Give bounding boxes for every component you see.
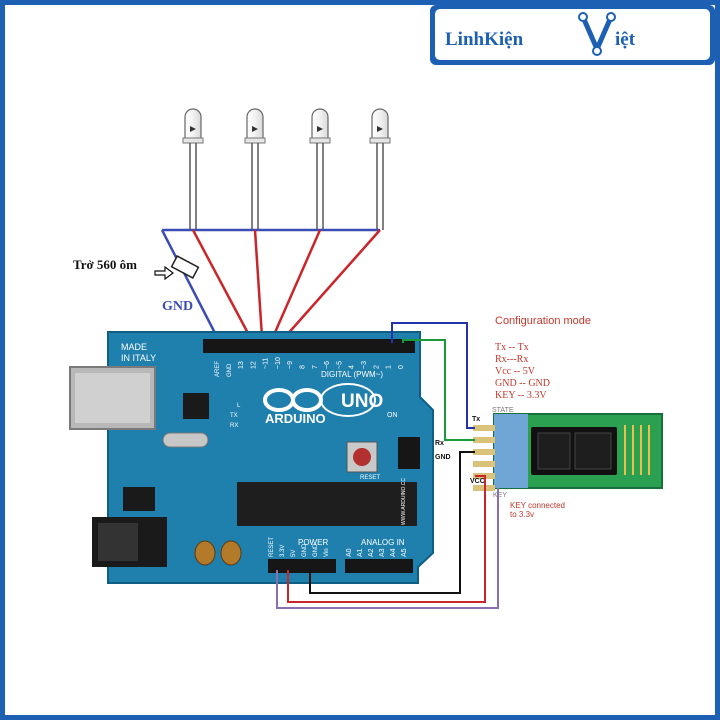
pin-label-power: GND [302,543,308,557]
pin-label-top: 13 [238,361,245,369]
pin-label-power: GND [313,543,319,557]
led-group [182,108,391,230]
pin-label-analog: A5 [401,548,408,557]
url-label: WWW.ARDUINO.CC [401,478,407,525]
key-wire [276,488,499,609]
bt-rx-label: Rx [435,440,444,447]
gnd-label: GND [162,299,193,314]
config-line: KEY -- 3.3V [495,390,547,401]
led-diode-icon [190,126,196,132]
bt-gnd-label: GND [435,454,451,461]
pin-label-power: 5V [291,550,297,557]
analog-label: ANALOG IN [361,538,405,547]
tx-wire [391,322,475,429]
pin-label-top: 1 [386,365,393,369]
atmega-chip [237,482,417,526]
arduino-board [69,331,434,584]
board-brand: ARDUINO [265,411,326,426]
power-label: POWER [298,538,328,547]
bt-key-label: KEY [493,492,507,499]
pin-label-analog: A1 [357,548,364,557]
logo-text-left: LinhKiện [445,29,524,50]
module-wiring [276,322,499,609]
led-diode-icon [377,126,383,132]
power-header [268,559,336,573]
resistor [170,255,200,279]
config-line: GND -- GND [495,378,550,389]
bt-tx-label: Tx [472,416,480,423]
led-2 [244,108,266,230]
wiring-diagram: LinhKiện iệt Trở 560 ôm GND [69,5,715,609]
pin-label-top: GND [227,363,233,377]
bt-state-label: STATE [492,407,514,414]
digital-label: DIGITAL (PWM~) [321,370,383,379]
config-line: Vcc -- 5V [495,366,536,377]
led1-wire [191,229,252,338]
pin-label-top: ~10 [275,357,282,369]
pin-label-top: ~6 [324,361,331,369]
l-led-label: L [237,403,241,409]
pin-label-top: 7 [312,365,319,369]
led-1 [182,108,204,230]
led-wiring [160,228,381,338]
pin-label-top: 2 [373,365,380,369]
pin-label-analog: A3 [379,548,386,557]
pin-label-analog: A4 [390,548,397,557]
bt-antenna-icon [624,425,650,475]
logo-text-right: iệt [615,29,636,50]
analog-header [345,559,413,573]
pin-label-top: ~11 [263,358,270,369]
pin-label-power: RESET [269,537,275,557]
led-diode-icon [317,126,323,132]
tx-led-label: TX [230,413,238,419]
pin-label-top: 4 [349,365,356,369]
pin-label-top: 8 [300,365,307,369]
bluetooth-module [473,413,663,491]
config-line: Tx -- Tx [495,342,529,353]
reset-label: RESET [360,475,380,481]
config-title: Configuration mode [495,315,591,327]
pin-labels: 13 12 ~11 ~10 ~9 8 7 ~6 ~5 4 ~3 2 1 0 AREF GND RESET 3.3V… [215,357,408,557]
led-4 [369,108,391,230]
rx-wire [402,339,475,441]
resistor-label: Trở 560 ôm [73,257,137,272]
pin-label-top: ~3 [361,361,368,369]
led2-wire [253,229,264,338]
led3-wire [271,229,322,338]
vcc-wire [287,475,486,603]
pin-label-top: 12 [250,361,257,369]
pin-label-analog: A2 [368,548,375,557]
resistor-arrow-icon [154,265,174,281]
pin-label-power: Vin [324,548,330,557]
gnd-wire [160,229,219,338]
gnd-module-wire [309,451,475,594]
led-diode-icon [252,126,258,132]
pin-label-analog: A0 [346,548,353,557]
brand-logo: LinhKiện iệt [430,5,715,65]
config-line: Rx---Rx [495,354,528,365]
led-3 [309,108,331,230]
rx-led-label: RX [230,423,238,429]
pin-label-top: ~9 [287,361,294,369]
pin-label-top: ~5 [336,361,343,369]
board-model: UNO [341,391,383,412]
pin-label-top: 0 [398,365,405,369]
pin-label-power: 3.3V [280,545,286,557]
digital-header [203,339,415,353]
on-label: ON [387,412,398,419]
led4-wire [284,229,381,338]
bt-vcc-label: VCC [470,478,485,485]
logo-v-icon [578,12,616,56]
pin-label-top: AREF [215,361,221,377]
